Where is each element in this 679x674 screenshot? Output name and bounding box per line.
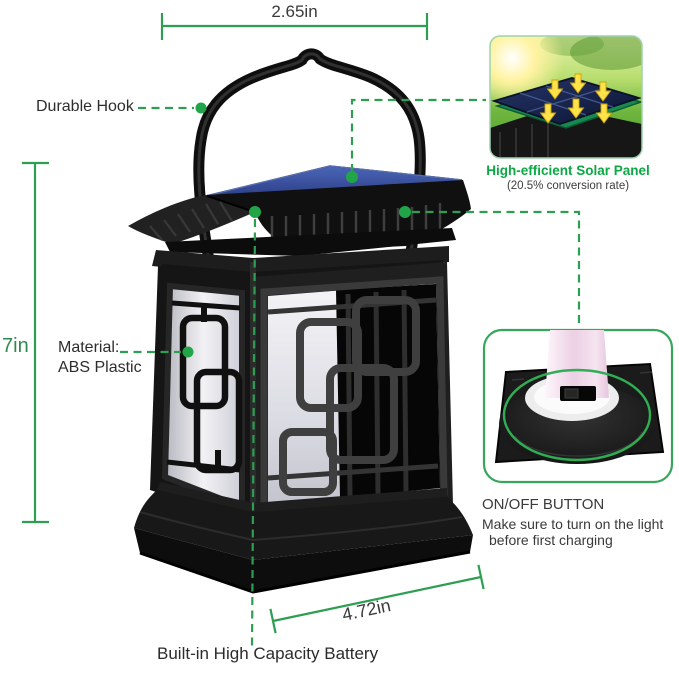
dimension-bottom [269,564,485,634]
onoff-inset-note-line2: before first charging [489,532,613,548]
dimension-left [22,161,49,524]
material-callout-label: Material: ABS Plastic [58,339,142,376]
dimension-top-label: 2.65in [271,2,318,21]
callout-solar-dot [346,171,358,183]
lantern-roof [128,180,471,256]
onoff-inset-title: ON/OFF BUTTON [482,496,605,513]
onoff-inset-note-line1: Make sure to turn on the light [482,516,664,532]
dimension-top [160,13,429,40]
callout-hook-dot [195,102,207,114]
hook-callout-label: Durable Hook [36,98,134,115]
lantern-base [134,482,473,594]
onoff-button-inset-art [482,328,674,484]
dimension-left-label: 7in [2,335,29,357]
callout-material-dot [182,346,194,358]
callout-solar-line [350,98,486,172]
battery-callout-label: Built-in High Capacity Battery [157,644,379,663]
solar-inset-title: High-efficient Solar Panel [486,163,650,178]
callout-battery-dot [249,206,261,218]
callout-battery-line [250,218,257,649]
callout-onoff-dot [399,206,411,218]
lantern-body [150,246,453,523]
solar-inset-subtitle: (20.5% conversion rate) [506,180,630,192]
lantern-hook [193,48,426,260]
callout-onoff-line [412,210,581,326]
solar-panel-inset-art [489,35,643,159]
